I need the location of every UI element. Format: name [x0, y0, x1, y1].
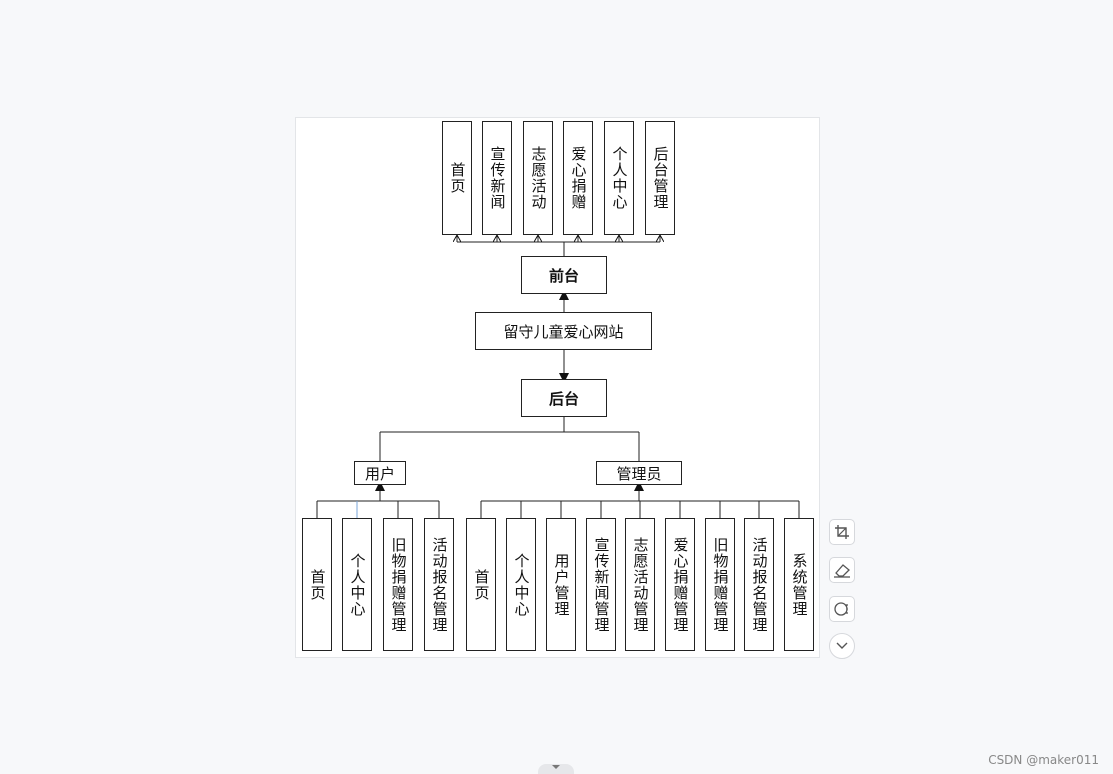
watermark: CSDN @maker011: [988, 753, 1099, 767]
back-node: 后台: [521, 379, 607, 417]
bottom-drawer-handle[interactable]: [538, 764, 574, 774]
crop-icon: [835, 525, 849, 539]
ocr-tool-button[interactable]: [829, 596, 855, 622]
admin-child-item-donation-mgmt: 旧物捐赠管理: [705, 518, 735, 651]
admin-child-donation-mgmt: 爱心捐赠管理: [665, 518, 695, 651]
admin-child-user-mgmt: 用户管理: [546, 518, 576, 651]
user-child-home: 首页: [302, 518, 332, 651]
front-node: 前台: [521, 256, 607, 294]
user-node: 用户: [354, 461, 406, 485]
caret-down-icon: [552, 765, 560, 769]
user-child-activity-signup: 活动报名管理: [424, 518, 454, 651]
user-child-personal: 个人中心: [342, 518, 372, 651]
admin-child-activity-signup-mgmt: 活动报名管理: [744, 518, 774, 651]
front-node-admin: 后台管理: [645, 121, 675, 235]
front-node-news: 宣传新闻: [482, 121, 512, 235]
front-node-volunteer: 志愿活动: [523, 121, 553, 235]
admin-child-volunteer-mgmt: 志愿活动管理: [625, 518, 655, 651]
admin-node: 管理员: [596, 461, 682, 485]
user-child-item-donation: 旧物捐赠管理: [383, 518, 413, 651]
admin-child-system-mgmt: 系统管理: [784, 518, 814, 651]
eraser-icon: [834, 564, 850, 578]
front-node-home: 首页: [442, 121, 472, 235]
front-node-donation: 爱心捐赠: [563, 121, 593, 235]
chevron-down-icon: [836, 642, 848, 649]
admin-child-personal: 个人中心: [506, 518, 536, 651]
admin-child-home: 首页: [466, 518, 496, 651]
front-node-personal: 个人中心: [604, 121, 634, 235]
connector-lines: [316, 118, 800, 518]
ocr-icon: [834, 602, 848, 616]
eraser-tool-button[interactable]: [829, 557, 855, 583]
diagram-canvas: 首页 宣传新闻 志愿活动 爱心捐赠 个人中心 后台管理 前台 留守儿童爱心网站 …: [295, 117, 820, 658]
admin-child-news-mgmt: 宣传新闻管理: [586, 518, 616, 651]
expand-tools-button[interactable]: [829, 633, 855, 659]
crop-tool-button[interactable]: [829, 519, 855, 545]
root-node: 留守儿童爱心网站: [475, 312, 652, 350]
